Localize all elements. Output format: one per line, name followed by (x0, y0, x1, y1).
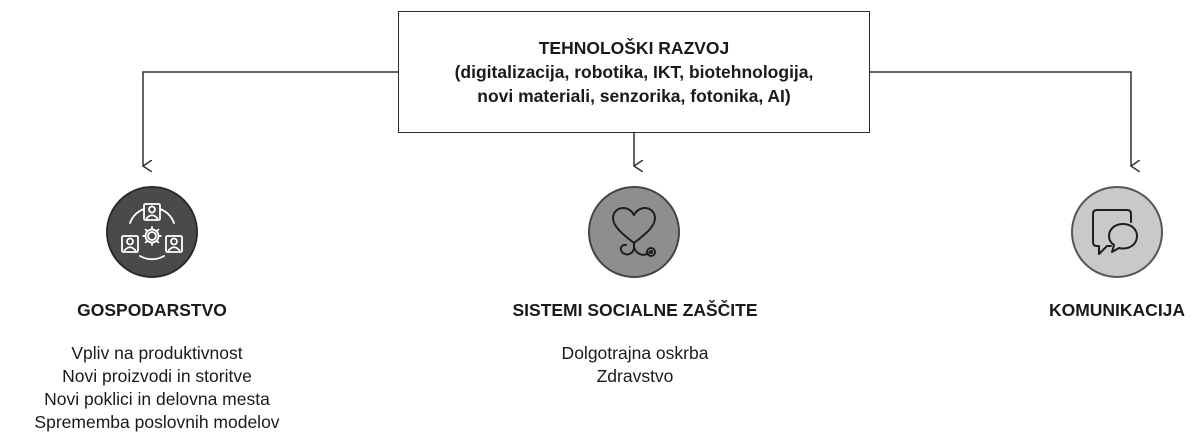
people-network-gear-icon (121, 203, 183, 261)
list-item: Sprememba poslovnih modelov (34, 412, 280, 432)
list-item: Zdravstvo (596, 366, 674, 386)
list-item: Novi proizvodi in storitve (62, 366, 252, 386)
top-box-line-2: (digitalizacija, robotika, IKT, biotehno… (454, 62, 814, 82)
heart-stethoscope-icon (612, 207, 656, 257)
branch-title-komunikacija: KOMUNIKACIJA (1048, 300, 1186, 320)
gospodarstvo-icon-circle (106, 186, 198, 278)
top-box-title: TEHNOLOŠKI RAZVOJ (538, 38, 730, 58)
list-item: Novi poklici in delovna mesta (44, 389, 270, 409)
arrow-to-komunikacija (870, 71, 1131, 166)
list-item: Dolgotrajna oskrba (561, 343, 709, 363)
socialne-zascite-items: Dolgotrajna oskrba Zdravstvo (562, 342, 709, 388)
gospodarstvo-items: Vpliv na produktivnost Novi proizvodi in… (34, 342, 279, 434)
arrow-to-gospodarstvo (143, 71, 398, 166)
komunikacija-icon-circle (1071, 186, 1163, 278)
branch-title-gospodarstvo: GOSPODARSTVO (77, 300, 227, 320)
branch-title-socialne-zascite: SISTEMI SOCIALNE ZAŠČITE (512, 300, 758, 320)
top-box-line-3: novi materiali, senzorika, fotonika, AI) (477, 86, 791, 106)
list-item: Vpliv na produktivnost (71, 343, 243, 363)
socialne-zascite-icon-circle (588, 186, 680, 278)
chat-bubbles-icon (1092, 209, 1138, 255)
technology-development-box: TEHNOLOŠKI RAZVOJ (digitalizacija, robot… (398, 11, 870, 133)
